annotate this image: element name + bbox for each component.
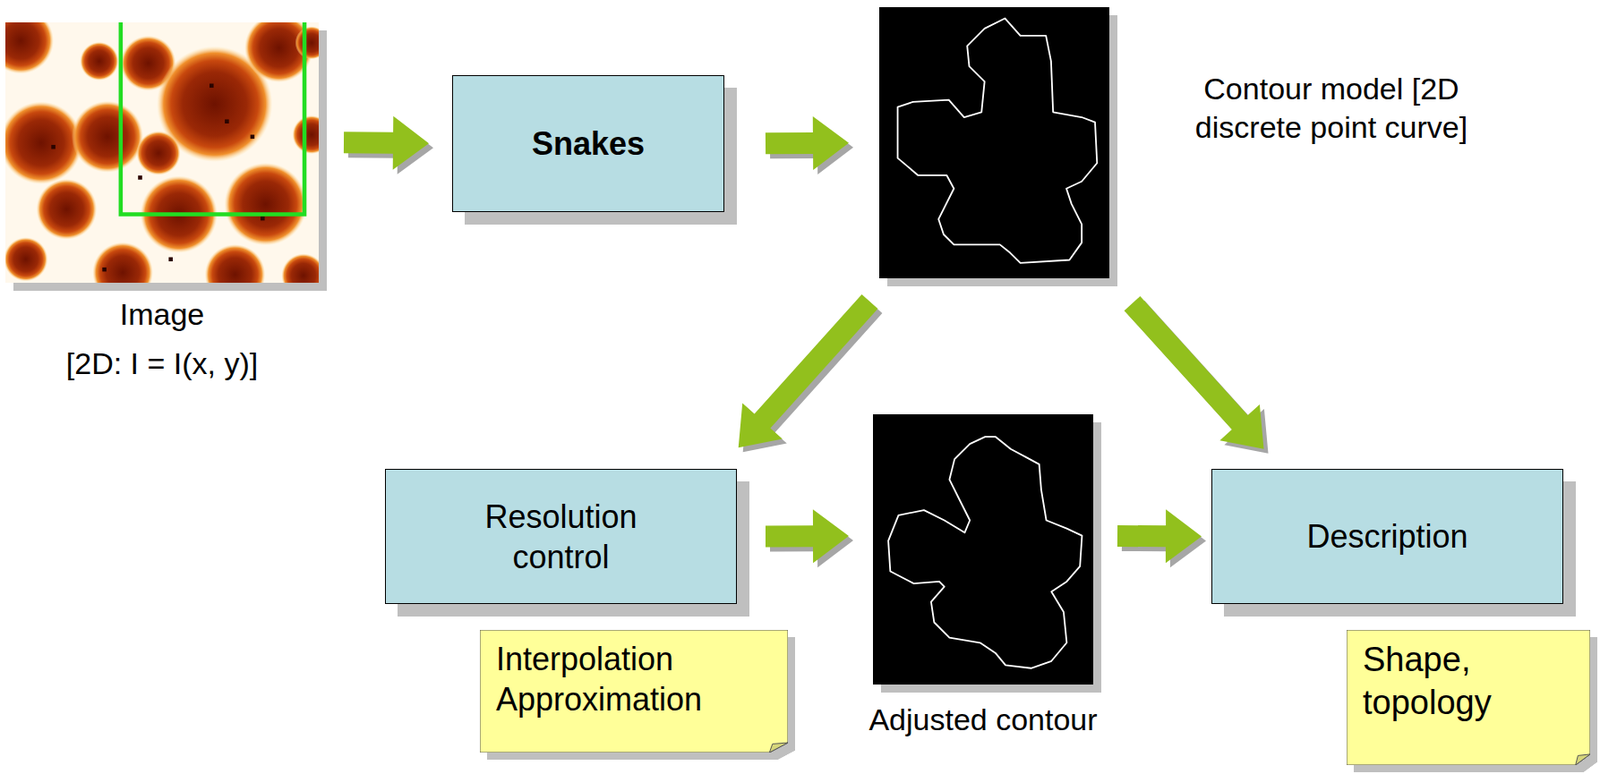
figure-caption: Adjusted contour (839, 701, 1127, 740)
figure-caption: Contour model [2D discrete point curve] (1183, 69, 1480, 146)
arrow-body (765, 116, 849, 171)
contour-figure: Contour model [2D discrete point curve] (879, 7, 1110, 279)
figure-caption: Image (9, 295, 315, 334)
box-label: Description (1306, 516, 1468, 557)
sticky-note: Shape, topology (1346, 630, 1591, 766)
block-arrow (343, 116, 434, 175)
contour-figure: Adjusted contour (872, 414, 1094, 685)
arrow-body (1124, 296, 1265, 450)
box-label: Resolution control (444, 496, 678, 578)
contour-image (872, 414, 1094, 685)
arrow-body (765, 509, 849, 564)
image-figure: Image[2D: I = I(x, y)] (5, 22, 319, 283)
arrow-body (1117, 509, 1202, 564)
block-arrow (1124, 296, 1269, 454)
box-label: Snakes (531, 123, 645, 164)
contour-image (879, 7, 1110, 279)
note-text: Shape, topology (1346, 630, 1575, 725)
heatmap-image (5, 22, 319, 283)
arrow-body (343, 116, 429, 171)
block-arrow (765, 116, 854, 175)
process-box: Snakes (452, 75, 725, 213)
sticky-note: Interpolation Approximation (479, 630, 788, 753)
block-arrow (765, 509, 854, 568)
note-text: Interpolation Approximation (479, 630, 779, 720)
block-arrow (738, 294, 883, 453)
process-box: Description (1211, 469, 1564, 605)
arrow-body (738, 294, 879, 448)
block-arrow (1117, 509, 1207, 568)
figure-caption: [2D: I = I(x, y)] (9, 344, 315, 384)
process-box: Resolution control (385, 469, 737, 605)
